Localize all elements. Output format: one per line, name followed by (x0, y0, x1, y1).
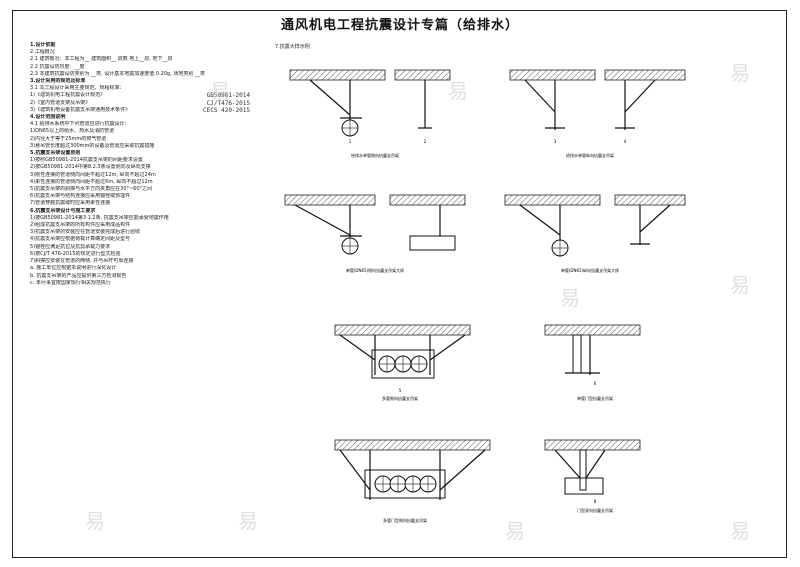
note-line: 1)按GB50981-2014第3.1.2条, 抗震支吊架应能承受地震作用 (30, 214, 169, 221)
note-line: 1)DN65以上的给水、热水及消防管道 (30, 128, 115, 135)
detail-4-caption: 单管(DN65)纵向抗震支吊架大样 (561, 267, 619, 273)
note-line: 4.1 给排水系统中下列管道应进行抗震设计： (30, 121, 130, 128)
note-line: 4)抗震支吊架应根据荷载计算确定间距及型号 (30, 236, 131, 243)
detail-4-longitudinal-dn65: 单管(DN65)纵向抗震支吊架大样 (504, 194, 686, 273)
standard-code: CJ/T476-2015 (206, 99, 250, 107)
watermark: 易 (560, 286, 580, 310)
note-line: a. 施工单位应根据本说明进行深化设计 (30, 265, 117, 272)
note-line: 4.设计范围说明 (30, 114, 66, 121)
note-line: 7)管道穿越抗震缝时应采用柔性连接 (30, 200, 111, 207)
watermarks: 易 易 易 易 易 易 易 易 易 易 (38, 61, 750, 543)
note-line: 3)《建筑机电设备抗震支吊架通用技术条件》 CECS 420-2015 (30, 107, 250, 114)
detail-7-multi-pipe-portal: 多管门型侧向抗震支吊架 (334, 439, 491, 523)
note-line: 5)锚栓应满足抗拉及抗剪承载力要求 (30, 243, 111, 250)
detail-8-caption: 门型双向抗震支吊架 (577, 507, 613, 513)
note-line: 1)按照GB50981-2014抗震支吊架的间距要求设置 (30, 157, 143, 164)
watermark: 易 (730, 519, 750, 543)
note-line: 3)悬吊管长度超过300mm的设备及管道应采取抗震措施 (30, 142, 155, 149)
note-line: c. 未尽事宜按国家现行相关规范执行 (30, 279, 111, 286)
note-line: 3)刚性连接的管道侧向间距不超过12m, 纵向不超过24m (30, 171, 156, 178)
detail-6-tag: 6 (594, 381, 597, 386)
watermark: 易 (238, 509, 258, 533)
note-line: 6)按CJ/T 476-2015的规定进行型式检验 (30, 250, 121, 257)
detail-1-tag-b: 2 (424, 139, 427, 144)
note-line: 2)《室内管道支架及吊架》 CJ/T476-2015 (30, 100, 250, 107)
detail-5-tag: 5 (399, 388, 402, 393)
detail-8-tag: 8 (594, 499, 597, 504)
note-line: 2)按GB50981-2014中第8.2.3条设置侧向及纵向支撑 (30, 164, 151, 171)
detail-5-caption: 多管侧向抗震支吊架 (382, 395, 418, 401)
note-line: 2.工程概况 (30, 49, 55, 56)
note-line: 3)抗震支吊架的安装应在管道安装完成后进行验收 (30, 229, 141, 236)
standard-name: 2)《室内管道支架及吊架》 (30, 99, 91, 106)
detail-6-caption: 单管门型抗震支吊架 (577, 395, 613, 401)
standard-name: 1)《建筑机电工程抗震设计规范》 (30, 92, 106, 99)
watermark: 易 (210, 79, 230, 103)
note-line: 2.1 建筑概况：本工程为__ 建筑面积__ 层数 地上__层, 地下__层 (30, 56, 173, 63)
note-line: 7)斜撑应安装在管道的两侧, 并与吊杆可靠连接 (30, 258, 134, 265)
detail-3-caption: 单管(DN65)侧向抗震支吊架大样 (346, 267, 404, 273)
details-heading: 7.抗震大样示例 (275, 43, 310, 50)
note-line: b. 抗震支吊架的产品应提供第三方检测报告 (30, 272, 127, 279)
detail-8-portal-bidirectional: 8 门型双向抗震支吊架 (544, 439, 641, 513)
note-line: 5)抗震支吊架的斜撑与水平方向夹角应在30°~60°之间 (30, 186, 153, 193)
note-line: 2.2 抗震设防烈度：__度 (30, 63, 85, 70)
detail-2-longitudinal-single-pipe: 3 4 给排水单管纵向抗震支吊架 (509, 69, 686, 158)
note-line: 5.抗震支吊架设置原则 (30, 150, 81, 157)
note-line: 1)《建筑机电工程抗震设计规范》 GB50981-2014 (30, 92, 250, 99)
drawing-title: 通风机电工程抗震设计专篇（给排水） (280, 18, 519, 33)
note-line: 2)内径大于等于25mm的燃气管道 (30, 135, 107, 142)
note-line: 2)组成抗震支吊架的所有构件应采用成品构件 (30, 222, 131, 229)
note-line: 3.设计采用的规范及标准 (30, 78, 86, 85)
watermark: 易 (505, 519, 525, 543)
detail-1-lateral-single-pipe: 1 2 给排水单管侧向抗震支吊架 (289, 69, 451, 158)
watermark: 易 (448, 79, 468, 103)
detail-5-multi-pipe-lateral: 5 多管侧向抗震支吊架 (334, 324, 471, 401)
watermark: 易 (85, 509, 105, 533)
watermark: 易 (38, 79, 58, 103)
detail-6-single-pipe-portal: 6 单管门型抗震支吊架 (544, 324, 641, 401)
watermark: 易 (730, 61, 750, 85)
standard-name: 3)《建筑机电设备抗震支吊架通用技术条件》 (30, 106, 131, 113)
note-line: 3.1 本工程设计采用主要规范、规程标准： (30, 85, 125, 92)
detail-3-lateral-dn65: 单管(DN65)侧向抗震支吊架大样 (284, 194, 466, 273)
detail-2-caption: 给排水单管纵向抗震支吊架 (566, 152, 614, 158)
detail-2-tag-a: 3 (554, 139, 557, 144)
detail-2-tag-b: 4 (624, 139, 627, 144)
drawing-frame (12, 10, 787, 558)
note-line: 1.设计依据 (30, 42, 56, 48)
standard-code: CECS 420-2015 (203, 106, 250, 114)
note-line: 2.3 本建筑抗震设防类别为 __类, 设计基本地震加速度值 0.20g, 场地… (30, 70, 205, 77)
note-line: 6.抗震支吊架设计与施工要求 (30, 207, 96, 214)
note-line: 6)抗震支吊架与结构连接应采用锚栓或预埋件 (30, 193, 131, 200)
detail-7-caption: 多管门型侧向抗震支吊架 (383, 517, 427, 523)
watermark: 易 (730, 273, 750, 297)
standard-code: GB50981-2014 (206, 92, 250, 100)
detail-1-tag-a: 1 (349, 139, 352, 144)
note-line: 4)柔性连接的管道侧向间距不超过6m, 纵向不超过12m (30, 178, 153, 185)
detail-1-caption: 给排水单管侧向抗震支吊架 (351, 152, 399, 158)
